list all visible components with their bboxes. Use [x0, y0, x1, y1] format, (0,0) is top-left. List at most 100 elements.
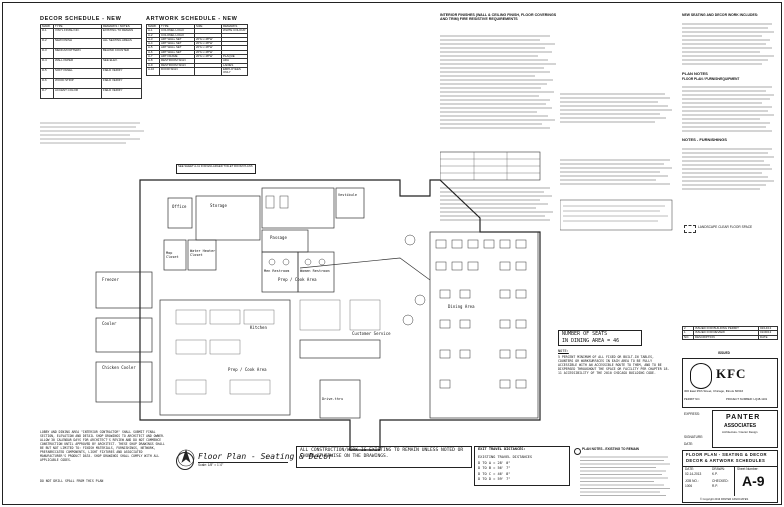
architect-block: [712, 410, 778, 448]
construction-note-box: [296, 446, 472, 468]
legend-symbol: [684, 225, 696, 233]
exit-distance-row: D TO A = 28' 0": [478, 460, 511, 465]
artwork-cell: EMPLOYEES ONLY: [221, 66, 248, 76]
room-women: Women Restroom: [300, 269, 330, 273]
plan-title: Floor Plan - Seating & Decor: [198, 452, 333, 461]
construction-note: ALL CONSTRUCTION/WORK IS EXISTING TO REM…: [300, 448, 464, 459]
room-freezer: Freezer: [102, 277, 119, 282]
existing-notes-title: PLAN NOTES - EXISTING TO REMAIN: [582, 447, 639, 451]
room-prep-cook: Prep / Cook Area: [278, 277, 317, 282]
checked-value: R.P.: [712, 484, 718, 488]
exit-distances-title: EXIT TRAVEL DISTANCES:: [478, 447, 526, 451]
interior-finishes-notes-col2: [559, 90, 675, 260]
copyright: © Copyright 2013 PANTER ASSOCIATES: [700, 498, 749, 501]
room-mop: Mop Closet: [166, 251, 179, 259]
room-chicken-cooler: Chicken Cooler: [102, 365, 136, 370]
room-water-heater: Water Heater Closet: [190, 249, 216, 257]
room-drive-thru: Drive-thru: [322, 397, 344, 401]
room-customer-service: Customer Service: [352, 331, 391, 336]
exit-distance-row: D TO D = 59' 7": [478, 477, 511, 481]
plan-title-marker: [176, 452, 194, 470]
architect-name: PANTER: [726, 414, 761, 421]
issued-title: ISSUED: [718, 351, 730, 355]
sheet-number: A-9: [742, 473, 765, 489]
artwork-schedule-title: ARTWORK SCHEDULE - NEW: [146, 16, 238, 22]
date-label: DATE:: [685, 467, 695, 471]
room-office: Office: [172, 204, 187, 209]
restroom-core: [261, 187, 335, 229]
issued-cell: 01/30/13: [758, 330, 778, 336]
seats-note-title: NOTE:: [558, 349, 569, 353]
freezer-room: [95, 271, 153, 309]
date-value: 02-14-2013: [685, 472, 702, 476]
client-block: [682, 358, 778, 408]
room-cooler: Cooler: [102, 321, 117, 326]
plan-title-underline: [198, 462, 288, 463]
seats-box: [558, 330, 642, 346]
checked-label: CHECKED:: [712, 479, 729, 483]
new-seating-title: NEW SEATING AND DECOR WORK INCLUDES:: [682, 13, 759, 17]
express-label: EXPRESS:: [684, 412, 700, 416]
existing-notes-lines: [580, 456, 670, 496]
exit-distance-row: D TO C = 46' 8": [478, 471, 511, 476]
door-note: SEE SHEET A-11 FOR ENLARGED TOILET ROOM …: [178, 164, 253, 168]
interior-finishes-col2-lines: [559, 93, 673, 231]
seats-note: 5 PERCENT MINIMUM OF ALL FIXED OR BUILT-…: [558, 355, 670, 376]
decor-cell: FIELD VERIFY: [101, 88, 142, 100]
dining-tables: [402, 234, 527, 389]
client-project: PROJECT NUMBER: LQ48-1101: [726, 397, 768, 401]
room-men: Men Restroom: [264, 269, 290, 273]
plan-notes-title: PLAN NOTES: [682, 71, 708, 76]
exit-distance-row: EXISTING TRAVEL DISTANCES: [478, 455, 533, 459]
existing-notes-marker: [574, 448, 581, 455]
sheet-number-label: Sheet Number:: [737, 467, 759, 471]
kitchen-area: [159, 299, 291, 416]
plan-notes-subtitle: FLOOR PLAN / FURNISH/EQUIPMENT: [682, 77, 740, 81]
seats-count: IN DINING AREA = 46: [562, 338, 620, 344]
customer-service-counter: [299, 339, 381, 359]
exit-distance-row: D TO B = 56' 7": [478, 466, 511, 470]
cooler-room: [95, 317, 153, 353]
signature-date-label: DATE:: [684, 442, 694, 446]
issued-header-date: DATE: [758, 334, 778, 340]
furnish-notes-lines: [682, 148, 774, 190]
plan-notes-lines: [682, 86, 774, 132]
plan-scale: Scale: 1/8" = 1'-0": [198, 463, 224, 467]
title-divider: [682, 466, 778, 467]
artwork-cell: LADIES: [221, 62, 248, 69]
client-permit: PERMIT NO.: [684, 397, 701, 401]
room-prep-cook-2: Prep / Cook Area: [228, 367, 267, 372]
passage: [261, 229, 309, 253]
service-counter: [299, 257, 431, 281]
artwork-header-remarks: REMARKS: [221, 23, 248, 30]
sheet-title2: DECOR & ARTWORK SCHEDULES: [686, 458, 766, 463]
architect-sub: ASSOCIATES: [724, 423, 757, 429]
artwork-cell: WHITE COLOUR: [221, 28, 248, 34]
room-vestibule: Vestibule: [338, 193, 357, 197]
schedule-notes-lines: [40, 122, 144, 144]
furnish-notes-title: NOTES - FURNISHINGS: [682, 137, 727, 142]
women-restroom: [297, 251, 335, 293]
dining-area: [429, 231, 539, 419]
restroom-fixtures: [265, 195, 326, 266]
room-kitchen: Kitchen: [250, 325, 267, 330]
drawn-label: DRAWN:: [712, 467, 725, 471]
door-note-box: [176, 164, 256, 174]
decor-schedule-title: DECOR SCHEDULE - NEW: [40, 16, 122, 22]
kfc-brand: KFC: [716, 366, 747, 381]
job-value: 1006: [685, 484, 693, 488]
title-block: [682, 450, 778, 503]
interior-finishes-text-lines: [439, 35, 556, 221]
sheet-title: FLOOR PLAN - SEATING & DECOR: [686, 452, 767, 457]
mop-closet: [163, 239, 187, 271]
kfc-logo: [690, 363, 712, 389]
interior-finishes-notes: [439, 32, 560, 232]
